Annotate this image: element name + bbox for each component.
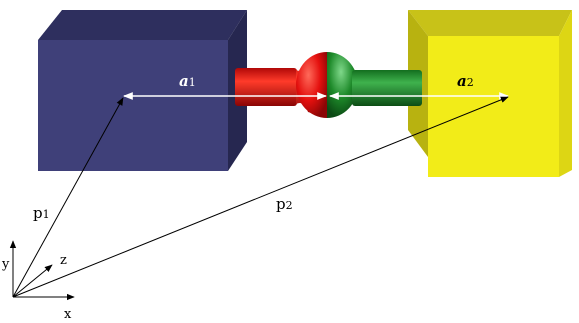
left-cube-front: [38, 40, 228, 171]
label-axis-z: z: [60, 253, 67, 268]
label-p2: p2: [276, 195, 293, 213]
left-cube: [38, 10, 247, 171]
label-axis-y: y: [1, 257, 10, 272]
right-cube-top: [408, 10, 572, 36]
green-hemisphere: [327, 52, 358, 118]
label-p1: p1: [33, 204, 50, 222]
label-axis-x: x: [64, 307, 72, 322]
right-cube-front: [428, 36, 559, 177]
red-link: [235, 52, 327, 118]
axis-z-line: [12, 264, 53, 298]
red-cylinder: [235, 68, 297, 106]
green-link: [327, 52, 422, 118]
label-a1: a1: [179, 72, 196, 90]
label-a2: a2: [457, 72, 474, 90]
coordinate-axes: [9, 240, 75, 301]
left-cube-top: [38, 10, 247, 40]
vector-p1: [12, 97, 124, 298]
red-hemisphere: [296, 52, 327, 118]
vector-p2: [12, 96, 509, 298]
right-cube: [408, 10, 572, 177]
right-cube-right-edge: [559, 10, 572, 177]
green-cylinder: [352, 70, 422, 106]
